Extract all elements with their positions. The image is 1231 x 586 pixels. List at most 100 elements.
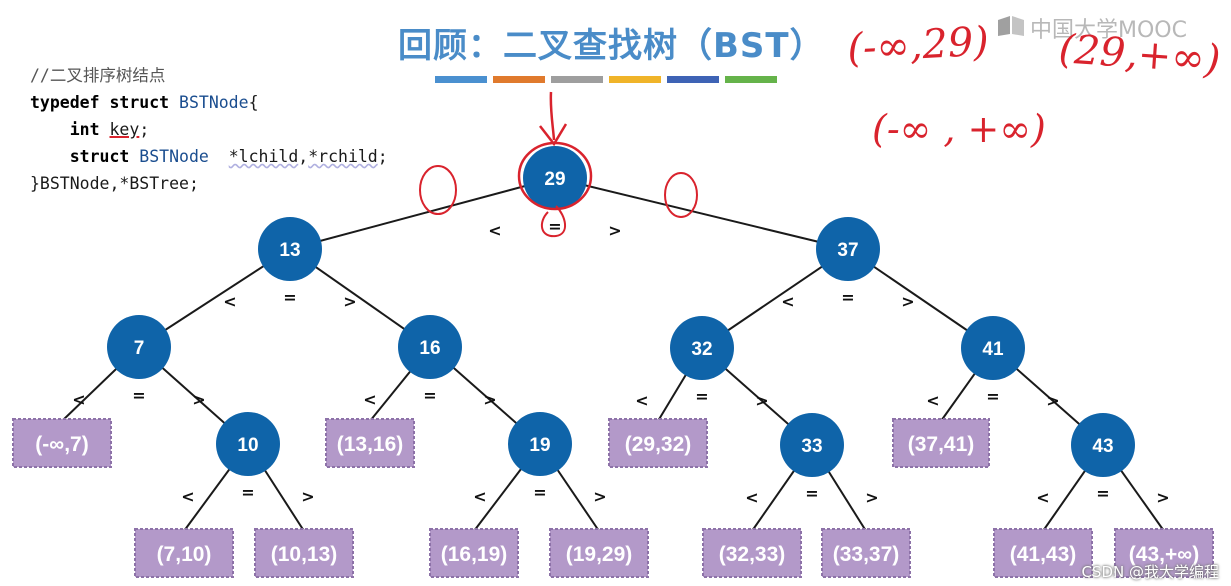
less-symbol: < <box>926 391 939 410</box>
node-key: 37 <box>837 240 858 261</box>
node-key: 19 <box>529 435 550 456</box>
less-symbol: < <box>363 390 376 409</box>
less-symbol: < <box>223 292 236 311</box>
tree-node <box>508 412 572 476</box>
code-field-key: key <box>109 120 140 139</box>
code-comment: //二叉排序树结点 <box>30 66 166 85</box>
less-symbol: < <box>473 487 486 506</box>
node-key: 33 <box>801 436 822 457</box>
color-bar-segment <box>725 76 777 83</box>
equal-symbol: = <box>986 387 999 406</box>
interval-label: (32,33) <box>719 543 786 566</box>
interval-box <box>1114 528 1214 578</box>
code-punct: ; <box>139 120 150 139</box>
less-symbol: < <box>1036 488 1049 507</box>
equal-symbol: = <box>1096 484 1109 503</box>
node-key: 13 <box>279 240 300 261</box>
interval-box <box>429 528 519 578</box>
greater-symbol: > <box>755 391 768 410</box>
less-symbol: < <box>635 391 648 410</box>
interval-box <box>12 418 112 468</box>
interval-box <box>821 528 911 578</box>
interval-box <box>608 418 708 468</box>
code-keyword: struct <box>69 147 130 166</box>
greater-symbol: > <box>301 487 314 506</box>
node-key: 10 <box>237 435 258 456</box>
tree-node <box>216 412 280 476</box>
equal-symbol: = <box>132 386 145 405</box>
greater-symbol: > <box>608 221 621 240</box>
equal-symbol: = <box>423 386 436 405</box>
interval-box <box>892 418 990 468</box>
tree-node <box>816 217 880 281</box>
circle-less-mark <box>419 165 457 215</box>
greater-symbol: > <box>192 390 205 409</box>
interval-label: (29,32) <box>625 433 692 456</box>
red-arrow-icon <box>549 91 556 141</box>
interval-box <box>993 528 1093 578</box>
color-bar-segment <box>551 76 603 83</box>
greater-symbol: > <box>483 390 496 409</box>
equal-symbol: = <box>805 484 818 503</box>
code-keyword: int <box>69 120 100 139</box>
color-bar-segment <box>435 76 487 83</box>
interval-label: (37,41) <box>908 433 975 456</box>
interval-label: (10,13) <box>271 543 338 566</box>
code-field-rchild: *rchild <box>308 147 378 166</box>
equal-symbol: = <box>695 387 708 406</box>
code-typedef-names: }BSTNode,*BSTree; <box>30 174 199 193</box>
greater-symbol: > <box>1156 488 1169 507</box>
less-symbol: < <box>488 221 501 240</box>
watermark: CSDN @我大学编程 <box>1081 563 1219 581</box>
interval-box <box>325 418 415 468</box>
tree-node <box>107 315 171 379</box>
greater-symbol: > <box>865 488 878 507</box>
interval-label: (-∞,7) <box>35 433 88 456</box>
less-symbol: < <box>72 390 85 409</box>
red-arrowhead-icon <box>539 123 568 147</box>
tree-edge <box>289 177 556 250</box>
tree-node <box>398 315 462 379</box>
greater-symbol: > <box>593 487 606 506</box>
interval-box <box>702 528 802 578</box>
equal-symbol: = <box>241 483 254 502</box>
handwritten-interval-left: (-∞,29) <box>846 19 990 72</box>
tree-node <box>258 217 322 281</box>
interval-label: (43,+∞) <box>1129 543 1199 566</box>
interval-box <box>549 528 649 578</box>
greater-symbol: > <box>1046 391 1059 410</box>
handwritten-interval-right: (29,+∞) <box>1057 26 1221 83</box>
tree-node <box>670 316 734 380</box>
code-field-lchild: *lchild <box>228 147 299 166</box>
equal-symbol: = <box>548 217 561 236</box>
greater-symbol: > <box>901 292 914 311</box>
less-symbol: < <box>745 488 758 507</box>
node-key: 32 <box>691 339 712 360</box>
code-punct: ; <box>377 147 388 166</box>
color-bar-segment <box>609 76 661 83</box>
code-keyword: typedef struct <box>30 93 170 112</box>
mooc-logo-icon <box>998 16 1024 36</box>
node-key: 7 <box>134 338 145 359</box>
node-key: 41 <box>982 339 1004 360</box>
code-punct: , <box>298 147 309 166</box>
equal-symbol: = <box>533 483 546 502</box>
tree-node <box>780 413 844 477</box>
node-key: 16 <box>419 338 440 359</box>
code-block: //二叉排序树结点 typedef struct BSTNode{ int ke… <box>30 62 388 197</box>
greater-symbol: > <box>343 292 356 311</box>
slide-title: 回顾：二叉查找树（BST） <box>398 26 825 66</box>
interval-box <box>254 528 354 578</box>
circle-greater-mark <box>664 172 698 218</box>
node-key: 29 <box>544 169 565 190</box>
code-type: BSTNode <box>179 93 249 112</box>
interval-label: (41,43) <box>1010 543 1077 566</box>
less-symbol: < <box>181 487 194 506</box>
brand-name: 中国大学MOOC <box>1030 18 1187 43</box>
color-bar-segment <box>667 76 719 83</box>
interval-label: (7,10) <box>157 543 212 566</box>
interval-label: (33,37) <box>833 543 900 566</box>
equal-symbol: = <box>283 288 296 307</box>
